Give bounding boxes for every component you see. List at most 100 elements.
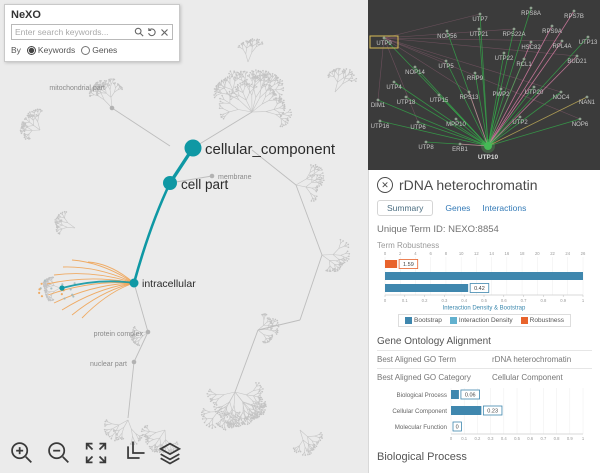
gene-node-label[interactable]: RRP9 xyxy=(467,76,484,82)
svg-text:0.7: 0.7 xyxy=(521,298,527,303)
tree-term-label[interactable]: protein complex xyxy=(94,331,144,338)
gene-node-label[interactable]: RPS22A xyxy=(502,32,525,38)
zoom-out-button[interactable] xyxy=(45,439,73,467)
gene-node-label[interactable]: NOP6 xyxy=(572,122,589,128)
fit-to-screen-button[interactable] xyxy=(82,439,110,467)
search-input[interactable] xyxy=(15,27,131,37)
zoom-in-button[interactable] xyxy=(8,439,36,467)
gene-assignment-edge xyxy=(87,261,135,284)
detail-header: ✕ rDNA heterochromatin xyxy=(377,177,592,193)
svg-text:0.9: 0.9 xyxy=(560,298,566,303)
gene-node-label[interactable]: NOP14 xyxy=(405,70,425,76)
gene-node-label[interactable]: RPS13 xyxy=(459,95,479,101)
search-by-label: By xyxy=(11,45,21,55)
hub-gene-node[interactable] xyxy=(484,142,492,150)
gene-node-label[interactable]: RPS7B xyxy=(564,14,584,20)
gene-node-label[interactable]: UTP2 xyxy=(512,120,528,126)
gene-node-label[interactable]: UTP13 xyxy=(579,40,598,46)
gene-node-label[interactable]: BUD21 xyxy=(567,59,587,65)
svg-text:0.06: 0.06 xyxy=(465,393,476,399)
clear-icon[interactable] xyxy=(160,28,169,37)
tree-node-intracellular[interactable] xyxy=(129,278,139,288)
gene-node-label[interactable]: PWP2 xyxy=(492,92,510,98)
tab-summary[interactable]: Summary xyxy=(377,200,434,216)
svg-text:22: 22 xyxy=(550,251,555,256)
tab-genes[interactable]: Genes xyxy=(445,203,471,213)
gene-node-label[interactable]: UTP8 xyxy=(418,145,434,151)
gene-node-label[interactable]: RPL4A xyxy=(552,44,571,50)
gene-assignment-edge xyxy=(53,273,135,284)
svg-text:0.8: 0.8 xyxy=(554,436,560,441)
layers-button[interactable] xyxy=(156,439,184,467)
detail-tabs: Summary Genes Interactions xyxy=(377,200,592,216)
radio-keywords-input[interactable] xyxy=(26,45,36,55)
svg-text:0.23: 0.23 xyxy=(487,409,498,415)
gene-node-label[interactable]: UTP4 xyxy=(386,85,402,91)
gene-node-label[interactable]: NOC4 xyxy=(553,95,570,101)
reset-icon[interactable] xyxy=(147,27,157,37)
gene-node-label[interactable]: UTP6 xyxy=(410,125,426,131)
svg-text:0.5: 0.5 xyxy=(514,436,520,441)
gene-node-label[interactable]: UTP5 xyxy=(438,64,454,70)
tree-node-cell-part[interactable] xyxy=(163,176,177,190)
radio-keywords[interactable]: Keywords xyxy=(26,45,75,55)
svg-text:18: 18 xyxy=(520,251,525,256)
gene-node-label[interactable]: RPS9A xyxy=(542,29,562,35)
gene-node-label[interactable]: NAN1 xyxy=(579,100,596,106)
gene-assignment-edge xyxy=(71,282,135,316)
gene-node-label[interactable]: UTP16 xyxy=(371,124,390,130)
radio-genes[interactable]: Genes xyxy=(81,45,117,55)
radio-genes-input[interactable] xyxy=(81,45,91,55)
gene-node-label[interactable]: UTP9 xyxy=(376,41,392,47)
tree-term-label[interactable]: nuclear part xyxy=(90,361,127,368)
svg-text:Biological Process: Biological Process xyxy=(396,392,447,399)
svg-text:8: 8 xyxy=(445,251,448,256)
tree-node-cellular-component[interactable] xyxy=(184,139,202,157)
svg-text:0.6: 0.6 xyxy=(527,436,533,441)
tree-term-label[interactable]: membrane xyxy=(218,174,252,181)
svg-text:0.4: 0.4 xyxy=(461,298,467,303)
go-term-key: Best Aligned GO Term xyxy=(377,355,456,364)
subnetwork-panel[interactable]: UTP7 RPS8A RPS7B UTP9 NOP56 UTP21 RPS22A RPS9A H… xyxy=(368,0,600,170)
hub-gene-label[interactable]: UTP10 xyxy=(478,154,499,161)
svg-text:4: 4 xyxy=(414,251,417,256)
gene-node-label[interactable]: UTP22 xyxy=(495,56,514,62)
svg-text:12: 12 xyxy=(474,251,479,256)
tab-interactions[interactable]: Interactions xyxy=(482,203,527,213)
gene-node-label[interactable]: UTP15 xyxy=(430,98,449,104)
gene-assignment-edge xyxy=(53,282,135,304)
gene-node-label[interactable]: NOP56 xyxy=(437,34,457,40)
gene-assignment-edge xyxy=(61,282,135,311)
search-mode-row: By Keywords Genes xyxy=(11,45,173,55)
gene-node-label[interactable]: RCL1 xyxy=(516,62,532,68)
app-title: NeXO xyxy=(11,9,41,21)
svg-text:0: 0 xyxy=(384,298,387,303)
svg-text:6: 6 xyxy=(430,251,433,256)
gene-node-label[interactable]: UTP7 xyxy=(472,17,488,23)
gene-node-label[interactable]: RPS8A xyxy=(521,11,541,17)
gene-node-label[interactable]: MPP10 xyxy=(446,122,466,128)
search-icon[interactable] xyxy=(134,27,144,37)
svg-text:0.7: 0.7 xyxy=(540,436,546,441)
tree-term-label[interactable]: mitochondrial part xyxy=(49,85,105,92)
close-detail-button[interactable]: ✕ xyxy=(377,177,393,193)
gene-node-label[interactable]: ERB1 xyxy=(452,147,468,153)
gene-node-label[interactable]: UTP20 xyxy=(525,90,544,96)
gene-node-label[interactable]: UTP21 xyxy=(470,32,489,38)
gene-node-label[interactable]: UTP18 xyxy=(397,100,416,106)
term-title: rDNA heterochromatin xyxy=(399,177,538,193)
go-category-row: Best Aligned GO Category Cellular Compon… xyxy=(377,368,592,386)
tree-node-label[interactable]: intracellular xyxy=(142,278,196,290)
expand-tree-button[interactable] xyxy=(119,439,147,467)
tree-node-label[interactable]: cell part xyxy=(181,177,229,192)
gene-network-canvas[interactable]: UTP7 RPS8A RPS7B UTP9 NOP56 UTP21 RPS22A RPS9A H… xyxy=(368,0,600,170)
gene-node-label[interactable]: HSC82 xyxy=(521,45,541,51)
svg-text:26: 26 xyxy=(581,251,586,256)
gene-node-label[interactable]: DIM1 xyxy=(371,103,386,109)
tree-node-label[interactable]: cellular_component xyxy=(205,141,336,158)
